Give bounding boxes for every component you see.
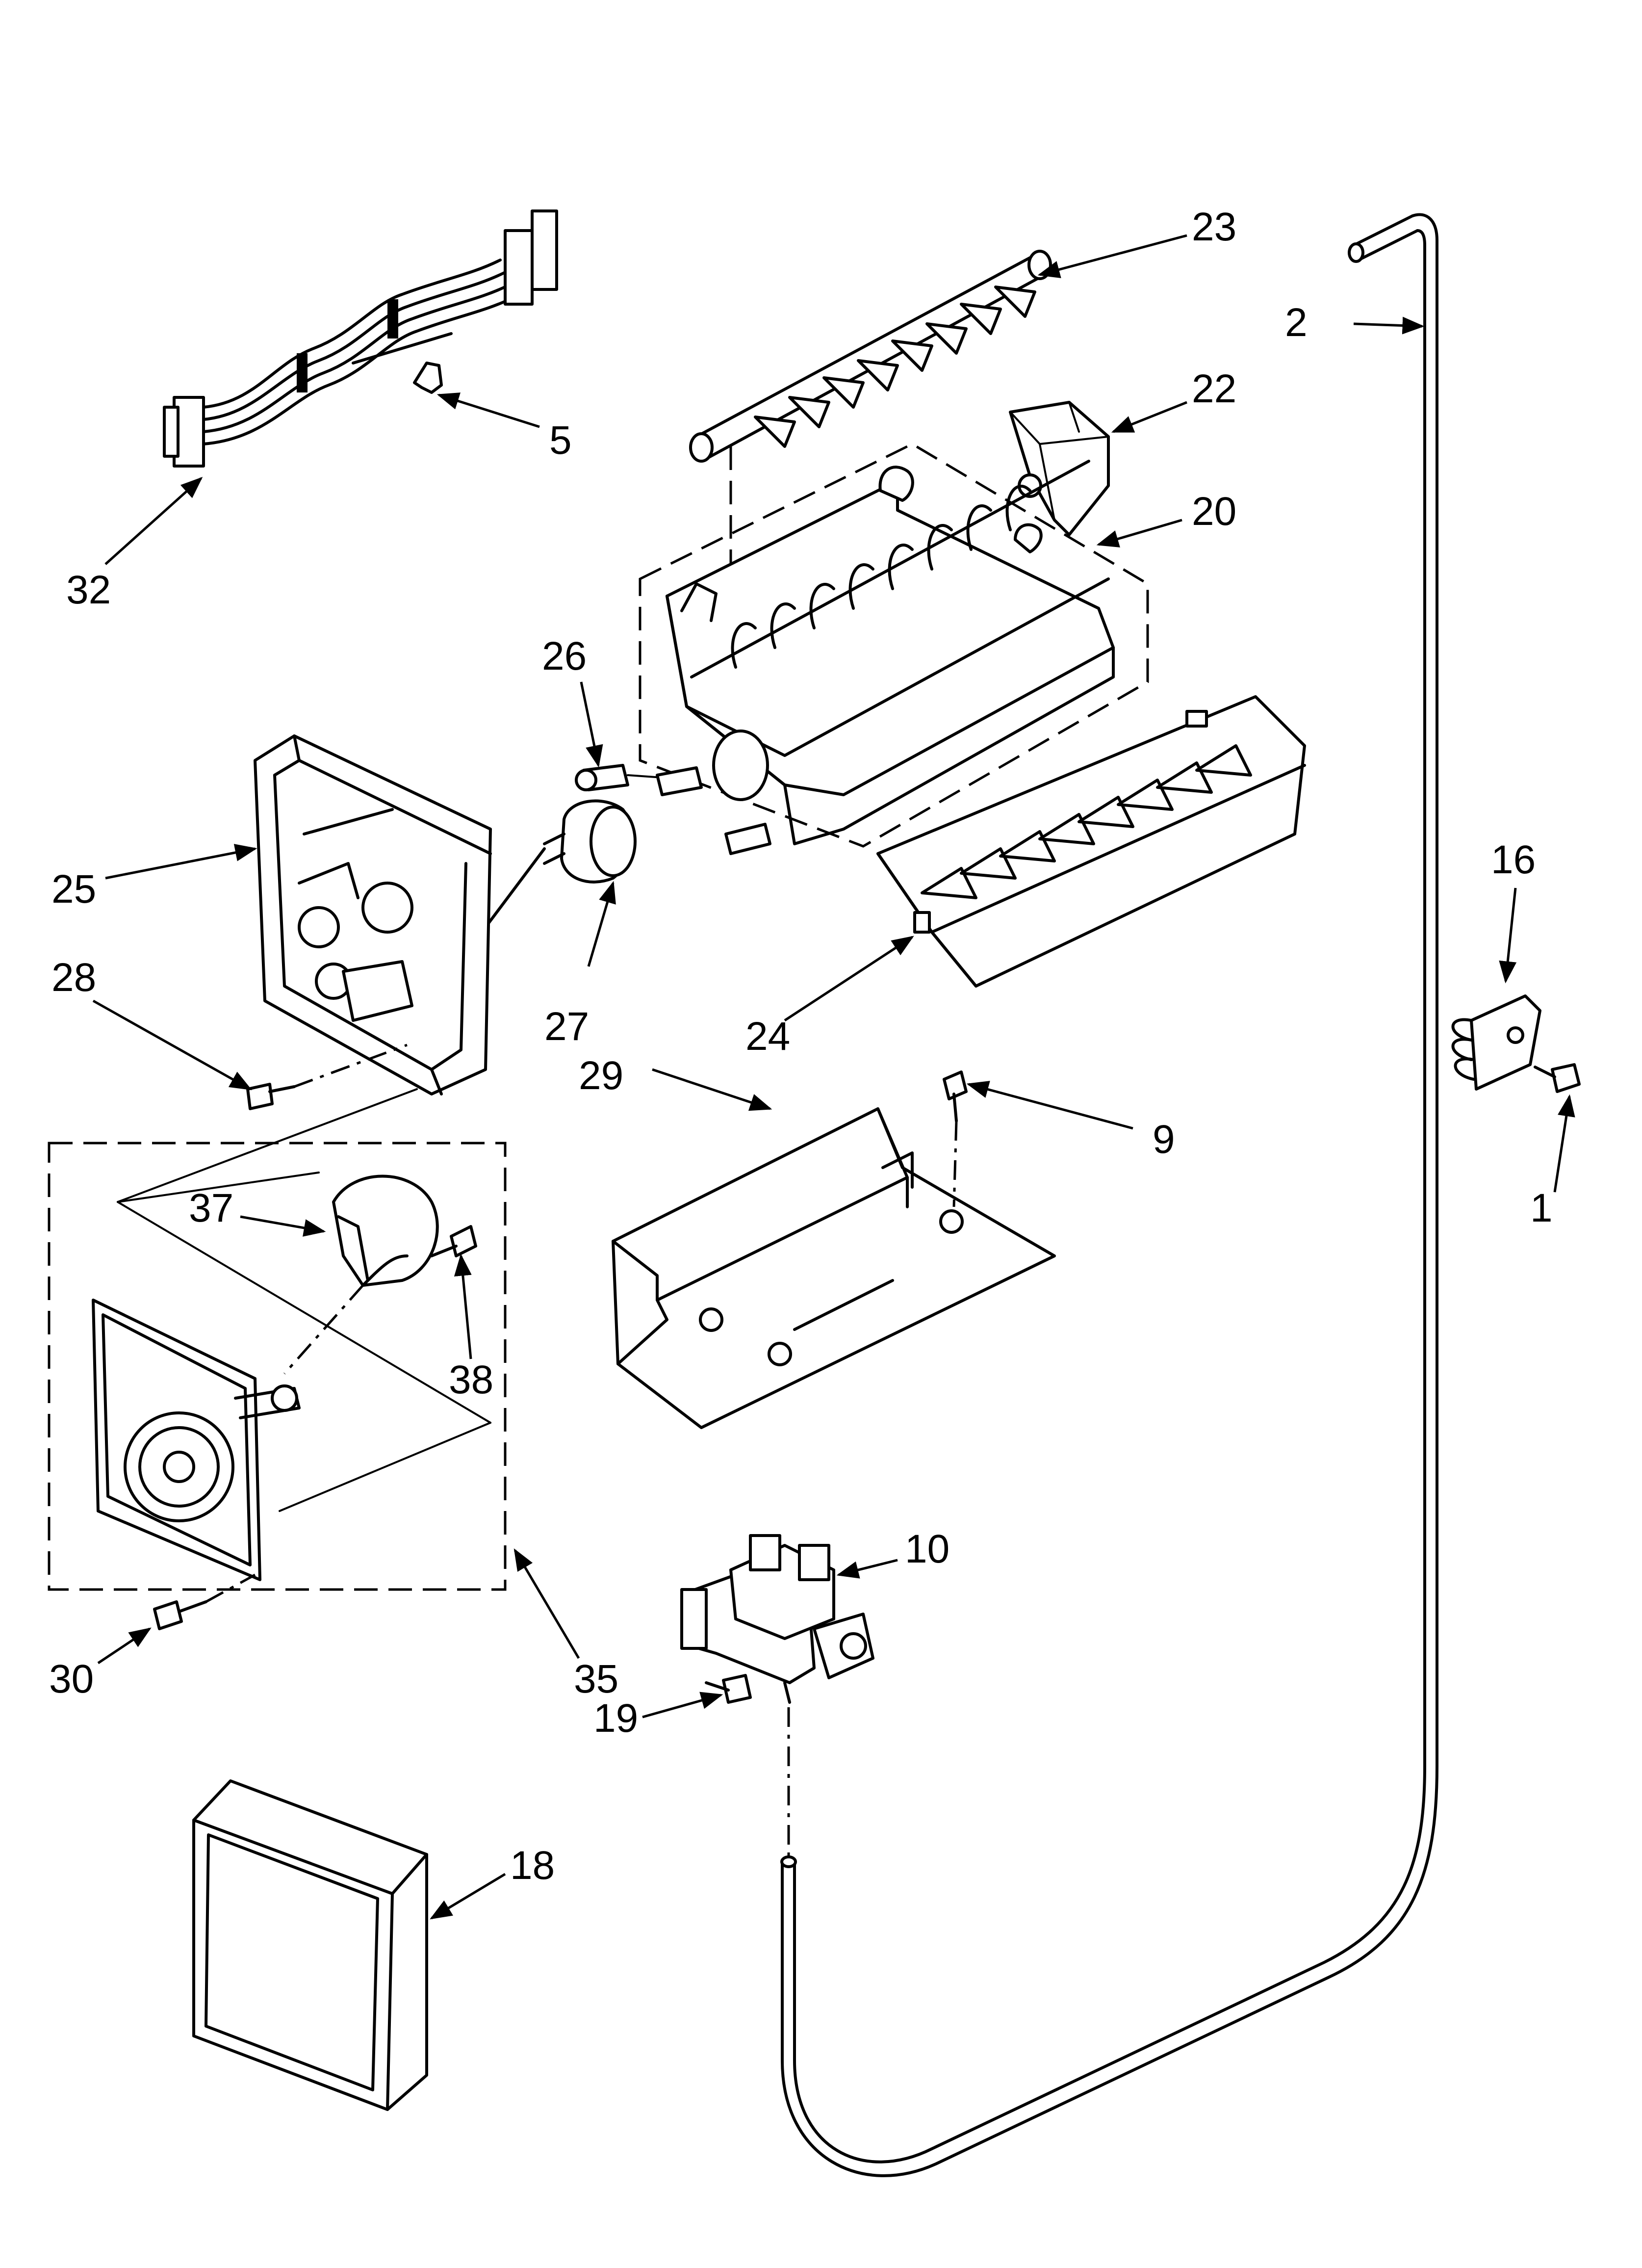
cover-part-18 (192, 1779, 428, 2111)
fill-cup-part-22 (1009, 401, 1110, 536)
housing-part-25 (254, 734, 492, 1095)
motor-part-37 (283, 1174, 439, 1375)
screw-part-28 (246, 1043, 408, 1110)
callout-38: 38 (449, 1357, 493, 1402)
callout-23: 23 (1192, 205, 1236, 249)
callout-37: 37 (189, 1186, 233, 1230)
callout-22: 22 (1192, 366, 1236, 411)
callout-26: 26 (542, 634, 587, 678)
mold-cover-part-24 (876, 695, 1306, 988)
callout-19: 19 (593, 1696, 638, 1741)
shield-part-29 (612, 1107, 1056, 1429)
callout-5: 5 (549, 418, 572, 463)
callout-25: 25 (51, 867, 96, 912)
callout-leaders (92, 234, 1575, 1920)
screw-part-30 (153, 1573, 256, 1630)
callout-10: 10 (905, 1527, 949, 1571)
callout-labels: 23 2 5 22 20 32 26 25 27 28 24 16 29 9 1… (49, 205, 1553, 1888)
motor-kit-part-35 (48, 1088, 507, 1591)
water-valve-part-10 (680, 1534, 874, 1704)
clamp-part-16 (1451, 994, 1541, 1091)
callout-20: 20 (1192, 489, 1236, 534)
callout-32: 32 (66, 568, 111, 612)
callout-24: 24 (745, 1014, 790, 1059)
pin-part-26 (575, 764, 771, 855)
clip-part-5 (413, 362, 443, 394)
ejector-part-23 (689, 250, 1052, 463)
ice-mold-part-20 (639, 443, 1149, 848)
wire-harness-part-32 (163, 209, 558, 468)
thermostat-part-27 (484, 799, 637, 929)
screw-part-9 (943, 1070, 968, 1207)
screw-part-1 (1534, 1063, 1581, 1093)
water-tube-part-2 (780, 213, 1438, 2177)
callout-16: 16 (1491, 837, 1536, 882)
callout-1: 1 (1530, 1186, 1553, 1230)
callout-27: 27 (544, 1004, 589, 1049)
callout-30: 30 (49, 1657, 94, 1701)
callout-35: 35 (574, 1657, 618, 1701)
callout-18: 18 (510, 1843, 555, 1888)
callout-9: 9 (1153, 1117, 1175, 1162)
callout-2: 2 (1285, 300, 1308, 345)
callout-28: 28 (51, 955, 96, 1000)
callout-29: 29 (579, 1053, 623, 1098)
screw-part-38 (430, 1225, 477, 1257)
screw-part-19 (705, 1674, 752, 1704)
